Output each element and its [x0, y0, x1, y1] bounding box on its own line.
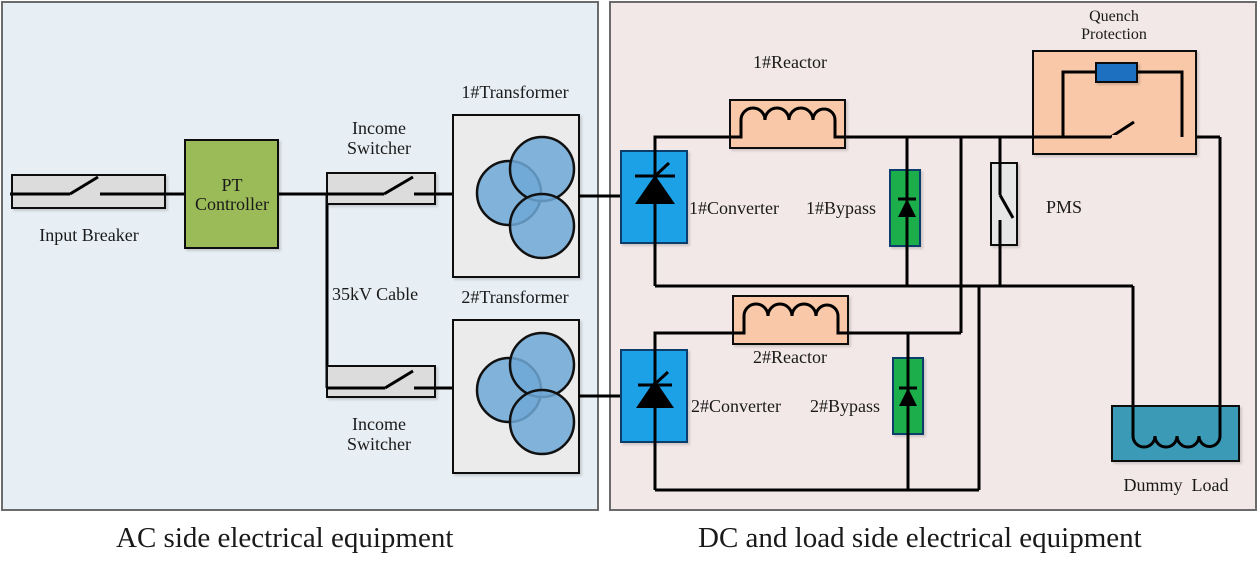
bypass-2-label: 2#Bypass: [810, 396, 880, 416]
ac-panel-caption: AC side electrical equipment: [116, 522, 454, 554]
dummy-load[interactable]: [1111, 405, 1240, 462]
pt-controller-label-2: Controller: [195, 194, 269, 214]
bypass-1-label: 1#Bypass: [806, 198, 876, 218]
reactor-2-label: 2#Reactor: [753, 347, 827, 367]
income-switcher-2[interactable]: [326, 365, 436, 398]
quench-label-2: Protection: [1081, 26, 1147, 43]
pms-switch[interactable]: [990, 137, 1018, 286]
cable-label: 35kV Cable: [332, 284, 418, 304]
income-switcher-2-label-1: Income: [352, 414, 406, 434]
pms-label: PMS: [1046, 197, 1082, 217]
input-breaker[interactable]: [11, 174, 166, 209]
income-switcher-2-label-2: Switcher: [347, 434, 411, 454]
bypass-2[interactable]: [892, 353, 924, 438]
pt-controller-label-1: PT: [221, 175, 242, 195]
income-switcher-1-label-1: Income: [352, 118, 406, 138]
converter-2-label: 2#Converter: [691, 396, 781, 416]
quench-label-1: Quench: [1089, 8, 1139, 25]
transformer-1-label: 1#Transformer: [461, 82, 568, 102]
converter-2[interactable]: [620, 340, 688, 446]
transformer-2[interactable]: [452, 319, 580, 474]
quench-resistor: [1095, 62, 1138, 83]
income-switcher-1[interactable]: [326, 172, 436, 205]
dc-panel-caption: DC and load side electrical equipment: [698, 522, 1142, 554]
converter-1[interactable]: [620, 140, 688, 246]
reactor-1[interactable]: [729, 99, 846, 149]
reactor-1-label: 1#Reactor: [753, 52, 827, 72]
pt-controller[interactable]: [184, 139, 279, 249]
dummy-load-label: Dummy Load: [1124, 475, 1229, 495]
converter-1-label: 1#Converter: [689, 198, 779, 218]
input-breaker-label: Input Breaker: [39, 225, 138, 245]
transformer-2-label: 2#Transformer: [461, 287, 568, 307]
quench-protection[interactable]: [1032, 50, 1197, 155]
transformer-1[interactable]: [452, 114, 580, 278]
reactor-2[interactable]: [732, 295, 849, 345]
bypass-1[interactable]: [889, 165, 921, 250]
income-switcher-1-label-2: Switcher: [347, 138, 411, 158]
